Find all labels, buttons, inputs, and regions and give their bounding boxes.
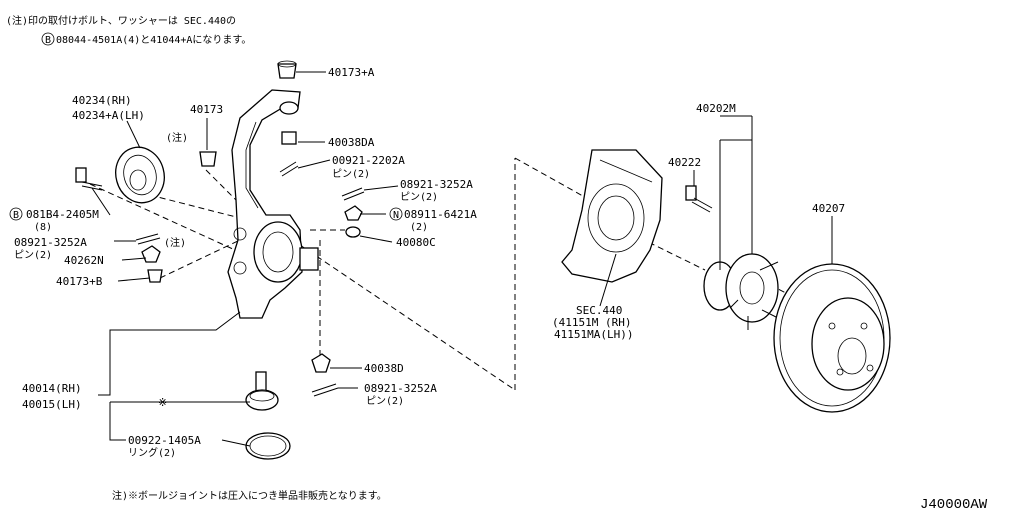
b-circle-icon [41, 32, 55, 46]
label-pin2-bot: ピン(2) [366, 395, 404, 407]
ball-joint-part [245, 371, 279, 411]
n-circle-icon [389, 207, 403, 221]
label-pin2-a: ピン(2) [332, 168, 370, 180]
label-b-mark: B [13, 210, 19, 221]
label-40222: 40222 [668, 156, 701, 169]
label-n-mark: N [393, 210, 399, 221]
label-08921-bot: 08921-3252A [364, 382, 437, 395]
label-pin2-top: ピン(2) [400, 191, 438, 203]
header-note-line2: 08044-4501A(4)と41044+Aになります。 [56, 34, 251, 46]
label-ring2: リング(2) [128, 446, 176, 459]
label-081b4-qty: (8) [34, 222, 52, 233]
backing-plate-part [115, 146, 165, 204]
label-081b4: 081B4-2405M [26, 208, 99, 221]
hub-bolt-40222-part [685, 185, 713, 213]
label-chu1: (注) [166, 131, 188, 144]
steering-knuckle-part [227, 89, 319, 319]
label-40173b: 40173+B [56, 275, 103, 288]
header-note-line1: (注)印の取付けボルト、ワッシャーは SEC.440の [6, 14, 236, 27]
label-chu2: (注) [164, 236, 186, 249]
label-08921-top: 08921-3252A [400, 178, 473, 191]
label-08911: 08911-6421A [404, 208, 477, 221]
label-40173: 40173 [190, 103, 223, 116]
label-40080c: 40080C [396, 236, 436, 249]
ring-part [245, 432, 291, 460]
bolt-081b4-part [75, 167, 103, 191]
label-sec440: SEC.440 [576, 304, 622, 317]
label-kome: ※ [158, 396, 167, 409]
label-41151m: (41151M (RH) [552, 316, 631, 329]
label-00921: 00921-2202A [332, 154, 405, 167]
label-40262n: 40262N [64, 254, 104, 267]
wheel-hub-part [703, 253, 779, 330]
label-08911-qty: (2) [410, 222, 428, 233]
leader-lines [91, 71, 833, 447]
knuckle-small-parts [135, 60, 365, 397]
drawing-code: J40000AW [920, 497, 988, 512]
label-00922: 00922-1405A [128, 434, 201, 447]
label-40038da: 40038DA [328, 136, 375, 149]
header-b-mark: B [45, 35, 51, 46]
splash-shield-part [561, 149, 663, 283]
label-40207: 40207 [812, 202, 845, 215]
label-40234-rh: 40234(RH) [72, 94, 132, 107]
label-40038d: 40038D [364, 362, 404, 375]
label-40173a: 40173+A [328, 66, 375, 79]
label-41151ma: 41151MA(LH)) [554, 328, 633, 341]
label-40202m: 40202M [696, 102, 736, 115]
label-pin2-left: ピン(2) [14, 249, 52, 261]
label-40014: 40014(RH) [22, 382, 82, 395]
label-40015: 40015(LH) [22, 398, 82, 411]
label-08921-left: 08921-3252A [14, 236, 87, 249]
brake-rotor-part [773, 263, 891, 413]
label-40234-lh: 40234+A(LH) [72, 109, 145, 122]
footer-note: 注)※ボールジョイントは圧入につき単品非販売となります。 [112, 489, 387, 502]
b-circle-icon-2 [9, 207, 23, 221]
